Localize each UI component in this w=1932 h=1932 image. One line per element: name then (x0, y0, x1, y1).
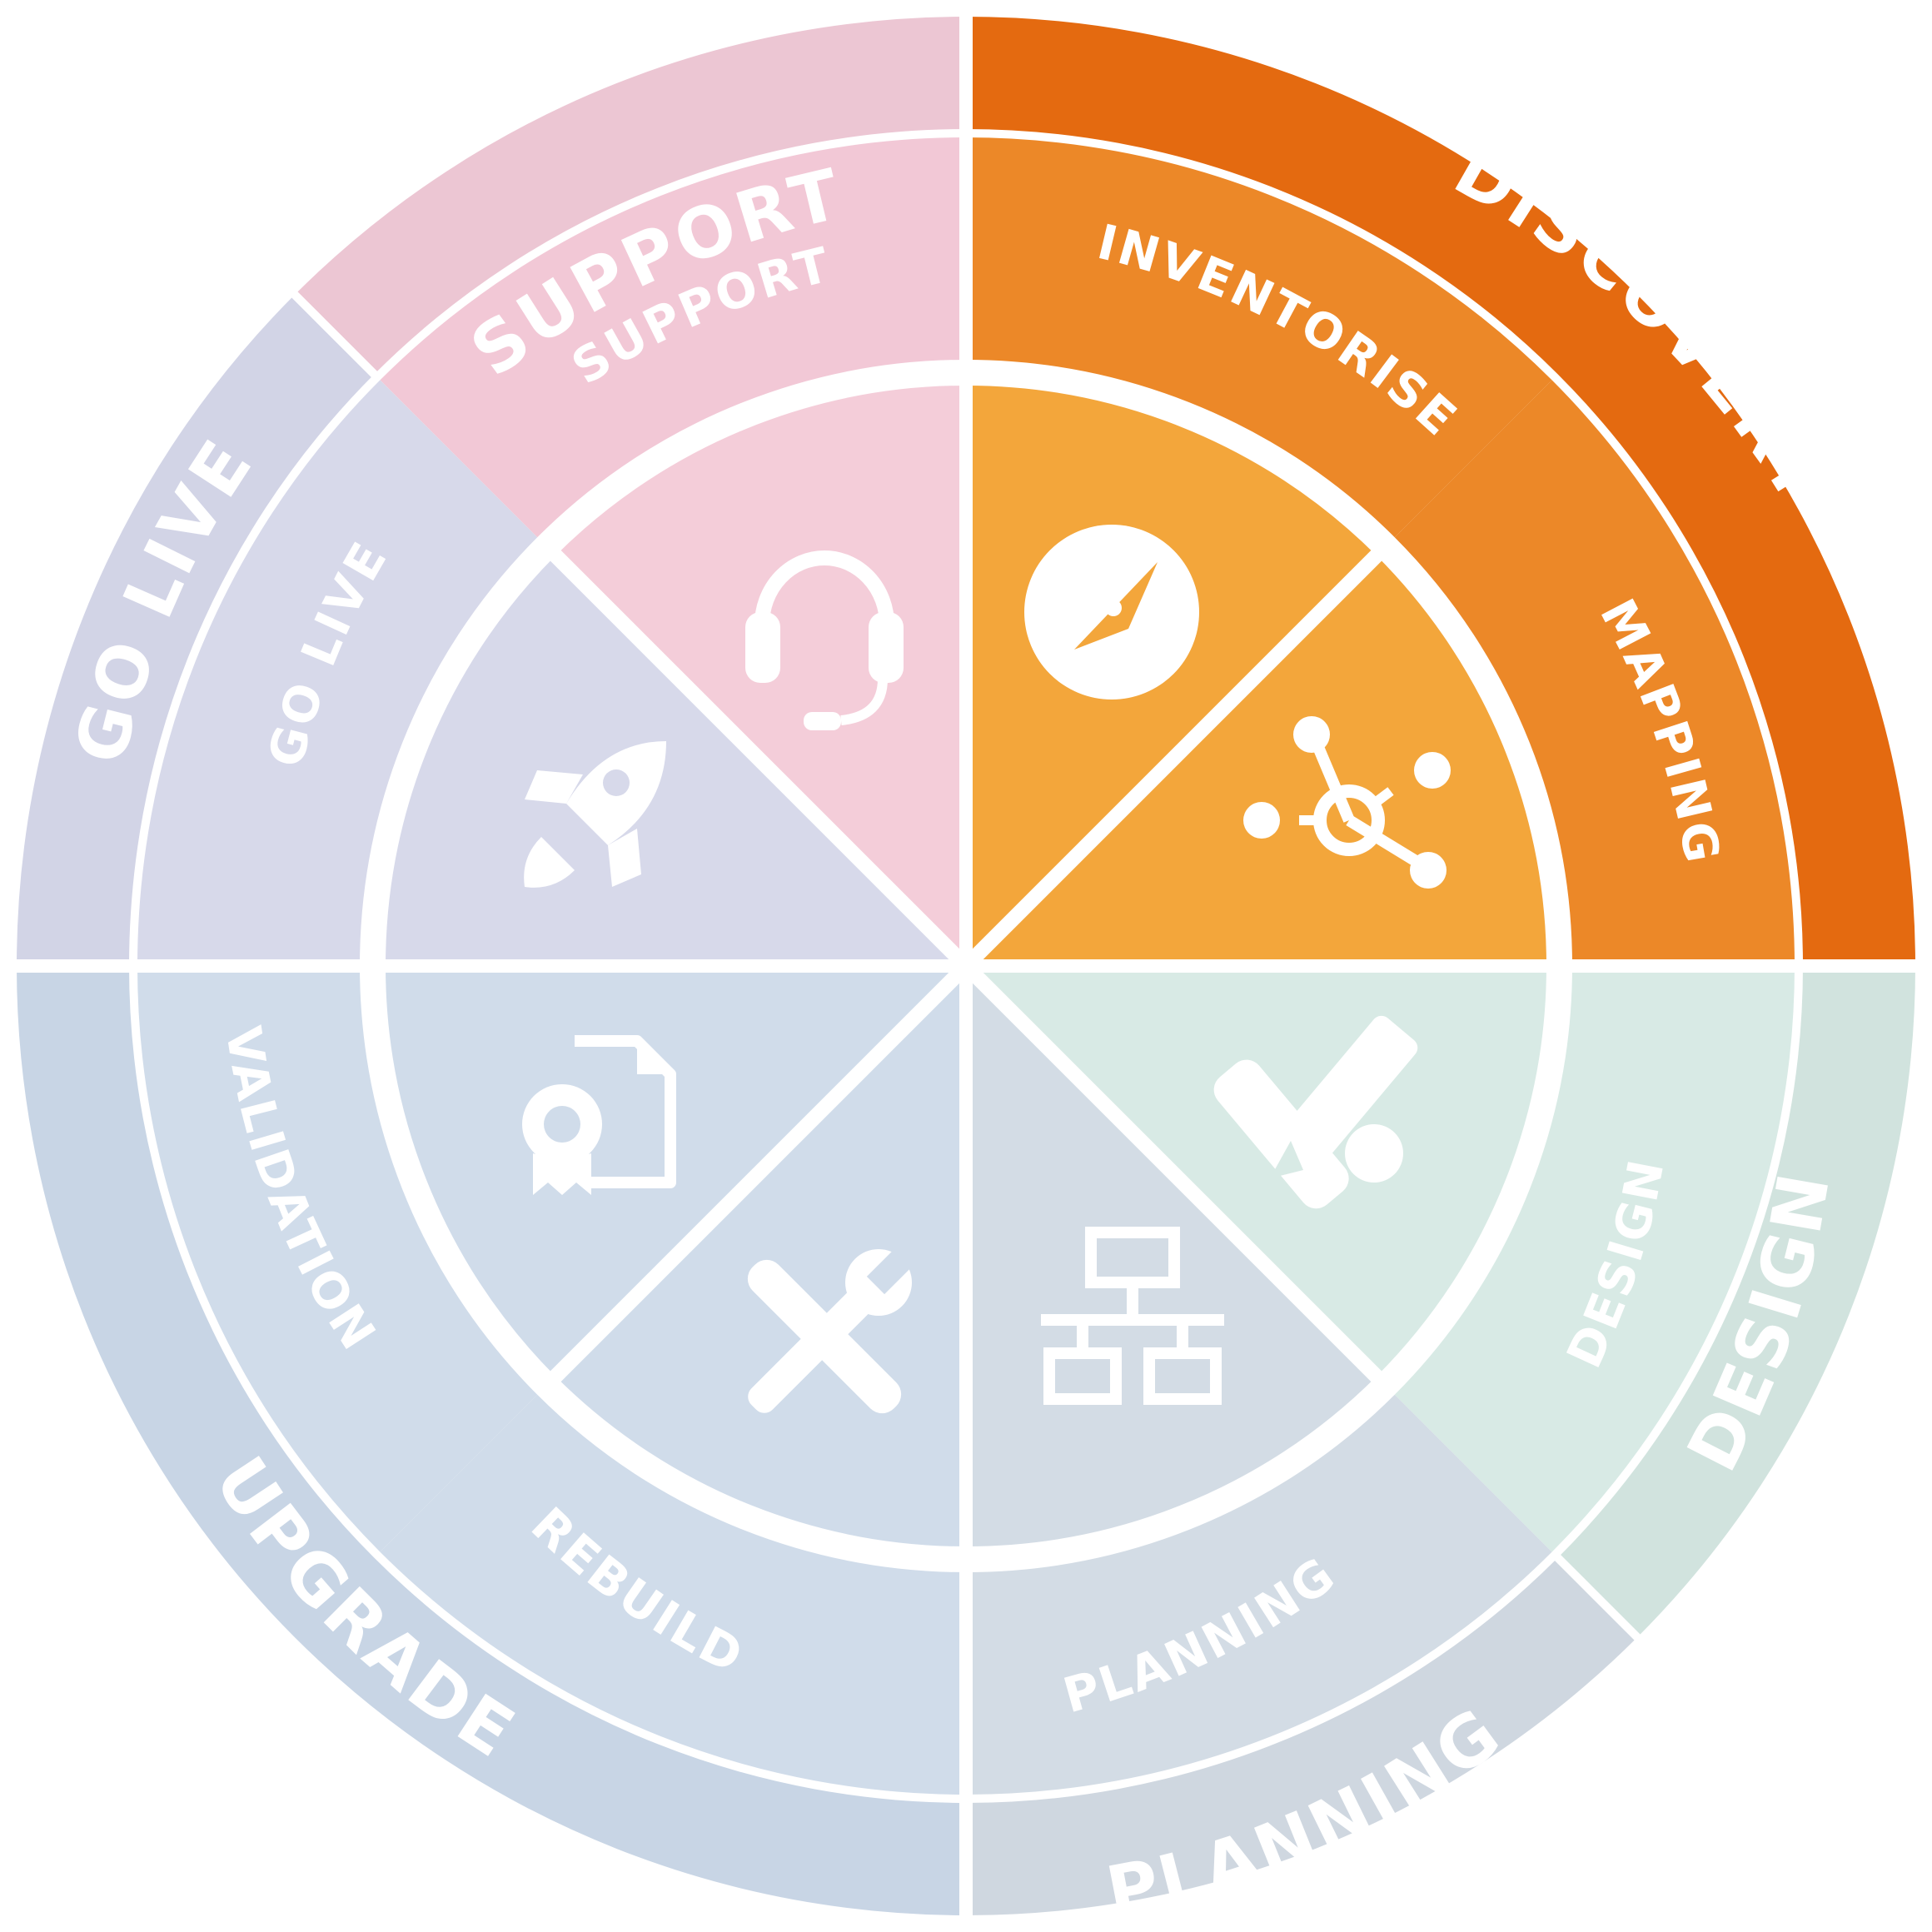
middle-segment-mapping (1392, 376, 1799, 967)
radial-divider (960, 960, 1384, 1384)
middle-segment-go-live (133, 376, 540, 967)
inner-wedge-design (966, 966, 1549, 1378)
inner-wedge-rebuild (554, 966, 966, 1549)
pencil-ruler-icon (1213, 1015, 1418, 1209)
divider-layer (8, 8, 1924, 1924)
certificate-document-icon (522, 1035, 676, 1195)
rocket-icon (524, 741, 666, 888)
outer-segment-design (1555, 966, 1920, 1641)
wrench-screwdriver-icon (747, 1247, 914, 1414)
sitemap-icon (1041, 1227, 1224, 1405)
compass-icon (1024, 525, 1199, 700)
outer-segment-upgrade (12, 966, 966, 1920)
middle-segment-inventorise (966, 133, 1556, 540)
middle-segment-validation (133, 966, 540, 1556)
outer-segment-go-live (12, 291, 377, 966)
network-nodes-icon (1243, 716, 1451, 889)
phase-boundary (288, 288, 381, 381)
outer-segment-discovery (966, 12, 1920, 966)
middle-segment-planning (966, 1392, 1556, 1799)
radial-divider (960, 548, 1384, 972)
inner-wedge-mapping (966, 554, 1549, 966)
middle-segment-support (376, 133, 967, 540)
outer-segment-support (291, 12, 966, 377)
radial-divider (548, 960, 972, 1384)
radial-divider (548, 548, 972, 972)
middle-segment-design (1392, 966, 1799, 1556)
phase-boundary (1551, 1551, 1644, 1644)
headset-icon (745, 550, 904, 730)
step-icons (522, 525, 1451, 1414)
middle-segment-rebuild (376, 1392, 967, 1799)
outer-segment-planning (966, 1555, 1641, 1920)
